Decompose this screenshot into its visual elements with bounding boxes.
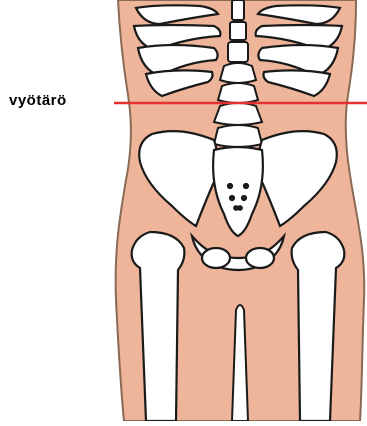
waist-label: vyötärö — [9, 92, 67, 110]
